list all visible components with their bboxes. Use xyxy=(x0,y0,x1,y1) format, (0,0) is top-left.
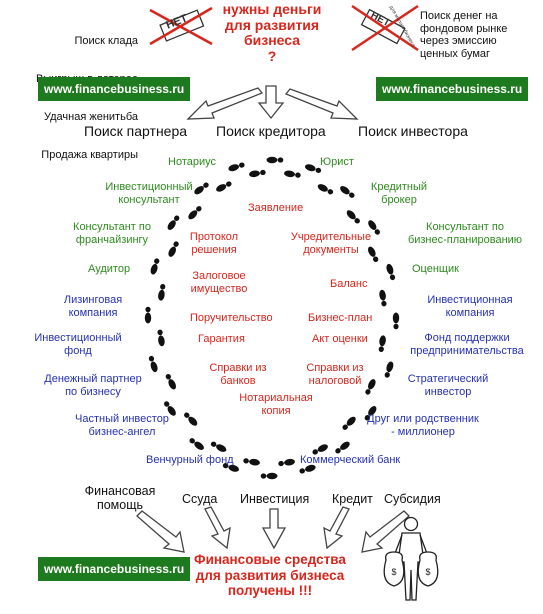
footprint-mark xyxy=(147,355,159,374)
doc-bizplan: Бизнес-план xyxy=(308,312,373,324)
stamp-right xyxy=(351,4,419,52)
green-lawyer: Юрист xyxy=(320,156,354,168)
type-credit: Кредит xyxy=(332,492,373,506)
arrow-left-down xyxy=(186,87,264,120)
businessman-icon: $ $ xyxy=(383,516,439,601)
svg-text:$: $ xyxy=(391,567,396,577)
arrow-right-down xyxy=(284,88,359,120)
footprint-mark xyxy=(242,457,261,467)
type-loan: Ссуда xyxy=(182,492,218,506)
path-creditor: Поиск кредитора xyxy=(216,123,326,139)
footprint-mark xyxy=(340,415,358,432)
footprint-mark xyxy=(209,440,228,454)
footprint-mark xyxy=(383,360,395,379)
path-investor: Поиск инвестора xyxy=(358,123,468,139)
doc-statement: Заявление xyxy=(248,202,304,214)
footprint-mark xyxy=(333,439,352,456)
text-treasure: Поиск клада xyxy=(74,35,138,48)
footprint-mark xyxy=(260,472,278,480)
footprint-mark xyxy=(182,410,199,428)
doc-pledge: Залоговое имущество xyxy=(190,270,248,295)
arrow-center-down xyxy=(257,85,285,120)
footprint-mark xyxy=(149,257,161,276)
doc-bank-ref: Справки из банков xyxy=(209,362,267,387)
footprint-mark xyxy=(277,458,296,468)
footprint-mark xyxy=(392,312,400,330)
result-text: Финансовые средства для развития бизнеса… xyxy=(194,552,346,599)
blue-strategic-investor: Стратегический инвестор xyxy=(407,373,489,398)
blue-commercial-bank: Коммерческий банк xyxy=(300,454,401,466)
footprint-mark xyxy=(378,289,388,307)
footprint-mark xyxy=(227,161,246,173)
footprint-mark xyxy=(188,436,206,452)
footprint-mark xyxy=(345,208,362,226)
footprint-mark xyxy=(157,283,167,302)
arrow-b4 xyxy=(323,506,350,550)
blue-venture-fund: Венчурный фонд xyxy=(146,454,234,466)
doc-valuation: Акт оценки xyxy=(312,333,368,345)
footprint-mark xyxy=(248,168,267,178)
footprint-mark xyxy=(144,306,152,324)
blue-money-partner: Денежный партнер по бизнесу xyxy=(44,373,142,398)
blue-support-fund: Фонд поддержки предпринимательства xyxy=(410,332,524,357)
green-notary: Нотариус xyxy=(168,156,216,168)
path-partner: Поиск партнера xyxy=(84,123,188,139)
bottom-arrows xyxy=(136,506,410,553)
type-subsidy: Субсидия xyxy=(384,492,441,506)
text-apartment: Продажа квартиры xyxy=(41,149,138,162)
footprint-mark xyxy=(338,184,356,200)
blue-invest-fund: Инвестиционный фонд xyxy=(34,332,122,357)
blue-invest-company: Инвестиционная компания xyxy=(427,294,513,319)
doc-founding: Учредительные документы xyxy=(290,231,372,256)
arrow-b2 xyxy=(204,506,231,550)
footprint-mark xyxy=(283,169,302,179)
footprint-mark xyxy=(214,179,233,194)
doc-balance: Баланс xyxy=(330,278,368,290)
doc-guarantee: Гарантия xyxy=(198,333,245,345)
text-stock-4: ценных бумаг xyxy=(420,47,491,60)
footprint-mark xyxy=(266,156,284,164)
stamp-left xyxy=(149,6,213,46)
site-link-bottom-left[interactable]: www.financebusiness.ru xyxy=(38,557,191,581)
text-stock-2: фондовом рынке xyxy=(420,22,508,35)
type-aid: Финансовая помощь xyxy=(84,484,156,513)
site-link-top-right[interactable]: www.financebusiness.ru xyxy=(376,77,529,101)
top-arrows xyxy=(186,85,359,120)
green-bizplan-consultant: Консультант по бизнес-планированию xyxy=(407,221,523,246)
green-credit-broker: Кредитный брокер xyxy=(370,181,428,206)
footprint-mark xyxy=(165,214,181,232)
arrow-b1 xyxy=(136,510,185,553)
doc-notary-copy: Нотариальная копия xyxy=(239,392,313,417)
footprint-mark xyxy=(156,329,166,347)
blue-rich-relative: Друг или родственник - миллионер xyxy=(367,413,479,438)
footprint-mark xyxy=(164,372,178,391)
text-stock-3: через эмиссию xyxy=(420,35,497,48)
green-franchise-consultant: Консультант по франчайзингу xyxy=(73,221,151,246)
doc-tax-ref: Справки из налоговой xyxy=(306,362,364,387)
svg-text:$: $ xyxy=(425,567,430,577)
footprint-mark xyxy=(166,240,181,259)
blue-leasing: Лизинговая компания xyxy=(63,294,123,319)
top-left-list: Поиск клада Выигрыш в лотерее Удачная же… xyxy=(20,10,138,174)
blue-business-angel: Частный инвестор бизнес-ангел xyxy=(75,413,169,438)
green-invest-consultant: Инвестиционный консультант xyxy=(105,181,193,206)
green-appraiser: Оценщик xyxy=(412,263,459,275)
footprint-mark xyxy=(377,334,387,353)
top-right-list: Поиск денег на фондовом рынке через эмис… xyxy=(420,10,538,61)
arrow-b3 xyxy=(261,508,287,550)
green-auditor: Аудитор xyxy=(88,263,131,275)
doc-protocol: Протокол решения xyxy=(189,231,239,256)
type-investment: Инвестиция xyxy=(240,492,310,506)
text-marriage: Удачная женитьба xyxy=(44,111,138,124)
footprint-mark xyxy=(316,182,335,196)
site-link-top-left[interactable]: www.financebusiness.ru xyxy=(38,77,191,101)
footprint-mark xyxy=(385,262,397,281)
header-question: нужны деньги для развития бизнеса ? xyxy=(222,1,322,65)
text-stock-1: Поиск денег на xyxy=(420,10,498,22)
arrow-b5 xyxy=(361,510,410,553)
footprint-mark xyxy=(186,204,204,221)
doc-surety: Поручительство xyxy=(190,312,273,324)
